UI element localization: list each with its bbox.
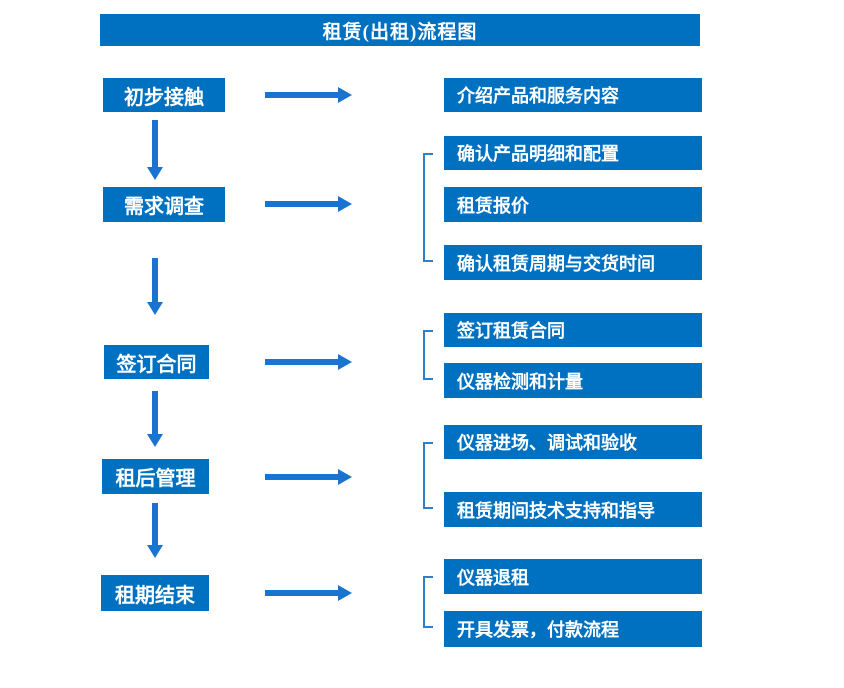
- detail-box: 仪器进场、调试和验收: [444, 425, 702, 459]
- detail-box: 介绍产品和服务内容: [444, 78, 702, 112]
- stage-box-demand-survey: 需求调查: [103, 187, 225, 222]
- stage-box-rental-end: 租期结束: [101, 575, 209, 611]
- group-bracket: [423, 442, 433, 509]
- stage-box-sign-contract: 签订合同: [104, 345, 209, 379]
- arrow-down-icon: [147, 258, 163, 315]
- detail-box: 确认产品明细和配置: [444, 136, 702, 170]
- arrow-right-icon: [265, 585, 352, 601]
- detail-box: 开具发票，付款流程: [444, 611, 702, 647]
- arrow-right-icon: [265, 87, 352, 103]
- stage-box-initial-contact: 初步接触: [103, 78, 225, 112]
- arrow-down-icon: [147, 120, 163, 180]
- group-bracket: [423, 576, 433, 628]
- detail-box: 签订租赁合同: [444, 313, 702, 347]
- arrow-right-icon: [265, 196, 352, 212]
- arrow-right-icon: [265, 469, 352, 485]
- group-bracket: [423, 153, 433, 262]
- flowchart-title: 租赁(出租)流程图: [100, 14, 700, 46]
- detail-box: 仪器检测和计量: [444, 363, 702, 398]
- detail-box: 租赁期间技术支持和指导: [444, 492, 702, 527]
- detail-box: 确认租赁周期与交货时间: [444, 245, 702, 280]
- arrow-right-icon: [265, 354, 352, 370]
- arrow-down-icon: [147, 503, 163, 558]
- stage-box-post-rental-management: 租后管理: [102, 459, 209, 494]
- detail-box: 仪器退租: [444, 559, 702, 594]
- group-bracket: [423, 330, 433, 380]
- detail-box: 租赁报价: [444, 187, 702, 222]
- arrow-down-icon: [147, 391, 163, 447]
